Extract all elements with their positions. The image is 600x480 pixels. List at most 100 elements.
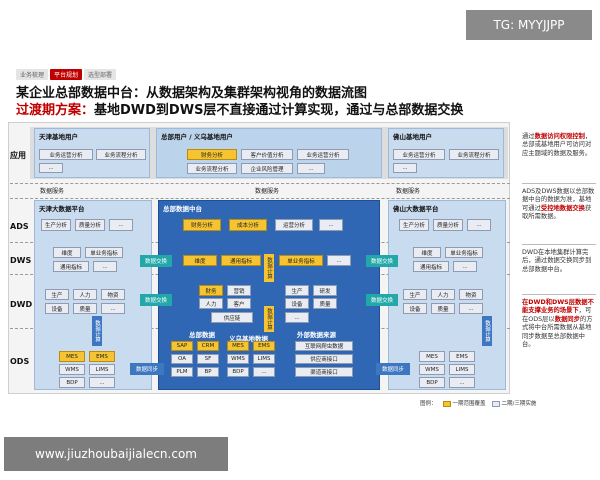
- hq-platform-zone: 总部数据中台 财务分析 成本分析 运营分析 ... 维度 通用指标 单业务指标 …: [158, 200, 380, 390]
- ods-tj-more[interactable]: ...: [89, 377, 115, 388]
- dwd-hq-more[interactable]: ...: [285, 312, 309, 323]
- breadcrumb-item-2[interactable]: 平台规划: [50, 69, 83, 80]
- dws-tj-box[interactable]: 通用指标: [53, 261, 89, 272]
- ods-hq-box[interactable]: CRM: [197, 341, 219, 351]
- dws-exchange-label-left: 数据交换: [144, 259, 167, 265]
- ods-fs-box[interactable]: MES: [419, 351, 445, 362]
- legend-title: 图例：: [420, 401, 437, 407]
- breadcrumb-item-3[interactable]: 选型部署: [84, 69, 117, 80]
- ads-hq-box[interactable]: 财务分析: [183, 219, 221, 231]
- app-tj-more[interactable]: ...: [39, 163, 63, 173]
- dwd-hq-box[interactable]: 设备: [285, 298, 309, 309]
- ads-tj-more[interactable]: ...: [109, 219, 133, 231]
- dws-hq-box[interactable]: 维度: [183, 255, 217, 266]
- ads-tj-box[interactable]: 生产分析: [41, 219, 71, 231]
- dwd-hq-box[interactable]: 生产: [285, 285, 309, 296]
- dws-fs-box[interactable]: 维度: [413, 247, 441, 258]
- app-tj-box[interactable]: 业务流程分析: [96, 149, 146, 160]
- dws-tj-box[interactable]: 单业务指标: [85, 247, 123, 258]
- app-foshan-zone: 佛山基地用户 业务运营分析 业务流程分析 ...: [388, 128, 504, 178]
- dwd-tj-box[interactable]: 质量: [73, 303, 97, 314]
- tj-compute-label: 数据计算: [94, 320, 100, 342]
- dws-hq-box[interactable]: 单业务指标: [279, 255, 323, 266]
- dwd-hq-box[interactable]: 质量: [313, 298, 337, 309]
- dwd-hq-box[interactable]: 财务: [199, 285, 223, 296]
- breadcrumb-item-1[interactable]: 业务梳理: [16, 69, 49, 80]
- ods-fs-box[interactable]: BDP: [419, 377, 445, 388]
- watermark-top: TG: MYYJJPP: [466, 10, 592, 40]
- ods-ext-box[interactable]: 互联网爬虫数据: [295, 341, 353, 351]
- dws-hq-box[interactable]: 通用指标: [221, 255, 261, 266]
- app-fs-more[interactable]: ...: [393, 163, 417, 173]
- layer-label-app: 应用: [10, 151, 26, 160]
- ads-hq-box[interactable]: 成本分析: [229, 219, 267, 231]
- ods-ext-box[interactable]: 供应商接口: [295, 354, 353, 364]
- ods-fs-box[interactable]: WMS: [419, 364, 445, 375]
- ads-tj-box[interactable]: 质量分析: [75, 219, 105, 231]
- ads-fs-more[interactable]: ...: [467, 219, 491, 231]
- app-hq-box[interactable]: 业务流程分析: [187, 163, 237, 174]
- ods-tj-box[interactable]: EMS: [89, 351, 115, 362]
- app-hq-box[interactable]: 企业风险管理: [241, 163, 293, 174]
- ods-fs-box[interactable]: EMS: [449, 351, 475, 362]
- dwd-fs-more[interactable]: ...: [459, 303, 483, 314]
- dwd-tj-box[interactable]: 人力: [73, 289, 97, 300]
- ods-yw-box[interactable]: LIMS: [253, 354, 275, 364]
- dwd-fs-box[interactable]: 人力: [431, 289, 455, 300]
- ods-hq-box[interactable]: OA: [171, 354, 193, 364]
- ods-hq-box[interactable]: SAP: [171, 341, 193, 351]
- layer-label-ods: ODS: [10, 357, 30, 366]
- app-fs-box[interactable]: 业务运营分析: [393, 149, 445, 160]
- ods-yiwu-title: 义乌基地数据: [229, 335, 268, 343]
- dwd-hq-box[interactable]: 研发: [313, 285, 337, 296]
- dws-tj-box[interactable]: 维度: [53, 247, 81, 258]
- dwd-tj-box[interactable]: 设备: [45, 303, 69, 314]
- ods-hq-box[interactable]: PLM: [171, 367, 193, 377]
- ods-tj-box[interactable]: MES: [59, 351, 85, 362]
- dwd-fs-box[interactable]: 质量: [431, 303, 455, 314]
- dwd-hq-box[interactable]: 人力: [199, 298, 223, 309]
- ods-hq-box[interactable]: SF: [197, 354, 219, 364]
- ods-yw-more[interactable]: ...: [253, 367, 275, 377]
- dws-fs-more[interactable]: ...: [453, 261, 477, 272]
- dwd-tj-box[interactable]: 物资: [101, 289, 125, 300]
- ods-external-title: 外部数据来源: [297, 331, 336, 339]
- ods-tj-box[interactable]: LIMS: [89, 364, 115, 375]
- ods-yw-box[interactable]: WMS: [227, 354, 249, 364]
- dwd-fs-box[interactable]: 生产: [403, 289, 427, 300]
- ods-fs-more[interactable]: ...: [449, 377, 475, 388]
- dwd-fs-box[interactable]: 设备: [403, 303, 427, 314]
- ods-tj-box[interactable]: BDP: [59, 377, 85, 388]
- ads-fs-box[interactable]: 质量分析: [433, 219, 463, 231]
- ods-sync-label-right: 数据同步: [381, 367, 404, 373]
- layer-divider: [10, 183, 510, 184]
- dws-tj-more[interactable]: ...: [93, 261, 117, 272]
- app-hq-box[interactable]: 业务运营分析: [297, 149, 349, 160]
- dwd-hq-box[interactable]: 营销: [227, 285, 251, 296]
- dwd-tj-more[interactable]: ...: [101, 303, 125, 314]
- dws-fs-box[interactable]: 通用指标: [413, 261, 449, 272]
- dwd-fs-box[interactable]: 物资: [459, 289, 483, 300]
- ods-fs-box[interactable]: LIMS: [449, 364, 475, 375]
- dwd-tj-box[interactable]: 生产: [45, 289, 69, 300]
- ads-hq-more[interactable]: ...: [319, 219, 343, 231]
- ods-yw-box[interactable]: MES: [227, 341, 249, 351]
- dwd-hq-box[interactable]: 客户: [227, 298, 251, 309]
- subtitle-text: 基地DWD到DWS层不直接通过计算实现，通过与总部数据交换: [94, 103, 464, 118]
- ods-ext-box[interactable]: 渠道商接口: [295, 367, 353, 377]
- ads-fs-box[interactable]: 生产分析: [399, 219, 429, 231]
- ods-tj-box[interactable]: WMS: [59, 364, 85, 375]
- app-tj-box[interactable]: 业务运营分析: [39, 149, 93, 160]
- app-hq-box[interactable]: 客户价值分析: [241, 149, 293, 160]
- app-fs-box[interactable]: 业务流程分析: [449, 149, 499, 160]
- dws-hq-more[interactable]: ...: [327, 255, 351, 266]
- ods-hq-box[interactable]: BP: [197, 367, 219, 377]
- dws-fs-box[interactable]: 单业务指标: [445, 247, 483, 258]
- ods-yw-box[interactable]: BDP: [227, 367, 249, 377]
- ads-hq-box[interactable]: 运营分析: [275, 219, 313, 231]
- app-hq-box[interactable]: 财务分析: [187, 149, 237, 160]
- dwd-hq-box[interactable]: 供应链: [211, 312, 253, 323]
- legend-label-phase1: 一期范围覆盖: [452, 401, 486, 407]
- app-hq-more[interactable]: ...: [297, 163, 325, 174]
- ods-yw-box[interactable]: EMS: [253, 341, 275, 351]
